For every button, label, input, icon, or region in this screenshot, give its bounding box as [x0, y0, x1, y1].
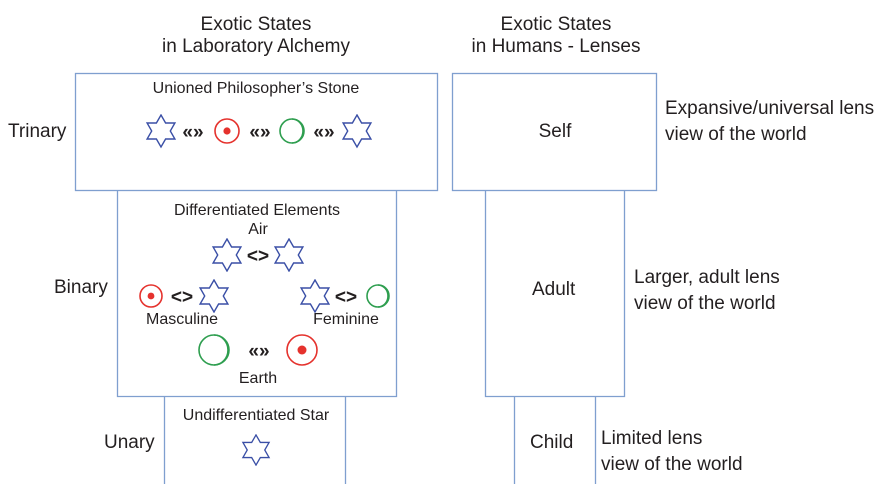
- adult-description-line-2: view of the world: [634, 292, 776, 314]
- air-symbols: <>: [211, 238, 305, 272]
- philosophers-stone-symbols: «» «» «»: [145, 114, 373, 149]
- sun-icon: [139, 284, 163, 308]
- star-icon: [211, 238, 243, 272]
- child-description-line-1: Limited lens: [601, 428, 703, 449]
- star-icon: [145, 114, 177, 149]
- child-description: Limited lens view of the world: [601, 426, 743, 477]
- single-link-symbol: <>: [171, 287, 193, 308]
- sun-icon: [286, 334, 318, 366]
- unary-level-label: Unary: [104, 432, 155, 453]
- binary-box-label: Differentiated Elements: [173, 202, 341, 219]
- right-heading-line-1: Exotic States: [500, 14, 612, 35]
- self-box: [451, 72, 658, 192]
- adult-description-line-1: Larger, adult lens: [634, 267, 780, 288]
- binary-box: [116, 190, 398, 398]
- feminine-label: Feminine: [313, 311, 379, 328]
- child-label: Child: [530, 432, 574, 453]
- masculine-label: Masculine: [145, 311, 219, 328]
- double-link-symbol: «»: [248, 341, 269, 362]
- unary-box: [163, 396, 347, 484]
- self-description: Expansive/universal lens view of the wor…: [665, 96, 874, 147]
- masculine-symbols: <>: [139, 279, 230, 313]
- adult-label: Adult: [532, 279, 576, 300]
- moon-icon: [198, 334, 230, 366]
- binary-level-label: Binary: [54, 277, 108, 298]
- left-heading: Exotic States in Laboratory Alchemy: [162, 14, 350, 58]
- double-link-symbol: «»: [313, 122, 334, 143]
- double-link-symbol: «»: [182, 122, 203, 143]
- trinary-box: [74, 72, 439, 192]
- feminine-symbols: <>: [299, 279, 390, 313]
- air-label: Air: [248, 221, 268, 238]
- adult-box: [484, 190, 626, 398]
- earth-symbols: «»: [198, 334, 318, 366]
- double-link-symbol: «»: [249, 122, 270, 143]
- star-icon: [299, 279, 331, 313]
- single-link-symbol: <>: [247, 246, 269, 267]
- self-description-line-1: Expansive/universal lens: [665, 98, 875, 119]
- moon-icon: [366, 284, 390, 308]
- left-heading-line-1: Exotic States: [200, 14, 312, 35]
- star-icon: [241, 434, 271, 466]
- adult-description: Larger, adult lens view of the world: [634, 265, 780, 316]
- undifferentiated-star: [241, 434, 271, 466]
- self-description-line-2: view of the world: [665, 123, 807, 145]
- star-icon: [198, 279, 230, 313]
- unary-box-label: Undifferentiated Star: [182, 407, 330, 424]
- right-heading-line-2: in Humans - Lenses: [471, 35, 641, 57]
- star-icon: [273, 238, 305, 272]
- right-heading: Exotic States in Humans - Lenses: [472, 14, 641, 58]
- moon-icon: [279, 118, 305, 144]
- left-heading-line-2: in Laboratory Alchemy: [162, 35, 350, 57]
- child-box: [513, 396, 597, 484]
- self-label: Self: [538, 121, 572, 142]
- earth-label: Earth: [238, 370, 278, 387]
- trinary-level-label: Trinary: [8, 121, 67, 142]
- single-link-symbol: <>: [335, 287, 357, 308]
- child-description-line-2: view of the world: [601, 453, 743, 475]
- star-icon: [341, 114, 373, 149]
- trinary-box-label: Unioned Philosopher’s Stone: [152, 80, 360, 97]
- sun-icon: [214, 118, 240, 144]
